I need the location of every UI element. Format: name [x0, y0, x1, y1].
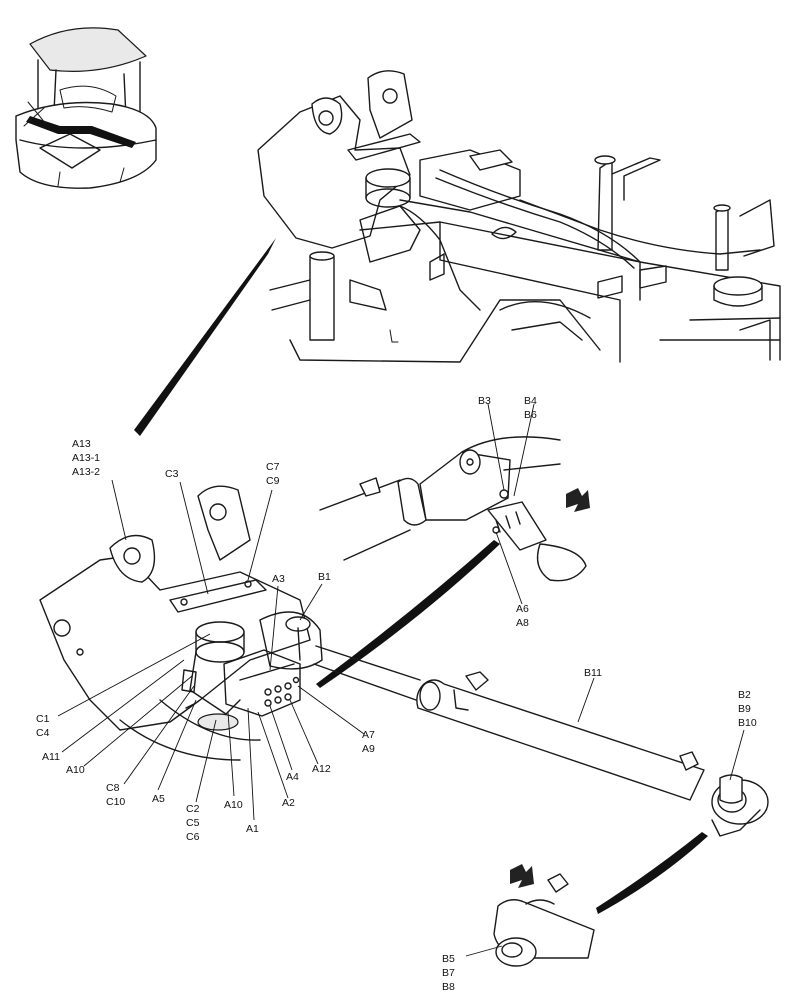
callout-a12: A12 [312, 763, 331, 775]
callout-c10: C10 [106, 796, 125, 808]
callout-b6: B6 [524, 409, 537, 421]
callout-b3: B3 [478, 395, 491, 407]
cylinder-rod-end-inset [493, 864, 595, 967]
callout-a4: A4 [286, 771, 299, 783]
callout-b9: B9 [738, 703, 751, 715]
callout-b5: B5 [442, 953, 455, 965]
upper-frame-detail [257, 70, 781, 363]
callout-a2: A2 [282, 797, 295, 809]
callout-c8: C8 [106, 782, 120, 794]
swing-cylinder [313, 645, 769, 837]
callout-a10-center: A10 [224, 799, 243, 811]
callout-a7: A7 [362, 729, 375, 741]
leader-lines [57, 403, 745, 957]
callout-b8: B8 [442, 981, 455, 993]
callout-c3: C3 [165, 468, 179, 480]
callout-a13-2: A13-2 [72, 466, 100, 478]
callout-b2: B2 [738, 689, 751, 701]
callout-b11: B11 [584, 667, 602, 679]
callout-b4: B4 [524, 395, 537, 407]
callout-a10-left: A10 [66, 764, 85, 776]
callout-c5: C5 [186, 817, 200, 829]
callout-c7: C7 [266, 461, 280, 473]
callout-a13-1: A13-1 [72, 452, 100, 464]
callout-c9: C9 [266, 475, 280, 487]
leader-wedge-upper [134, 238, 276, 436]
callout-a3: A3 [272, 573, 285, 585]
valve-block-ports [264, 676, 300, 707]
callout-labels: A13 A13-1 A13-2 C3 C7 C9 A3 B1 C1 C4 A11… [36, 395, 757, 993]
callout-c4: C4 [36, 727, 50, 739]
callout-c1: C1 [36, 713, 50, 725]
callout-c6: C6 [186, 831, 200, 843]
callout-a1: A1 [246, 823, 259, 835]
callout-b7: B7 [442, 967, 455, 979]
callout-a8: A8 [516, 617, 529, 629]
callout-a13: A13 [72, 438, 91, 450]
leader-wedge-cylinder-end [316, 540, 500, 688]
machine-locator-thumbnail [15, 27, 157, 189]
swing-bracket-assembly [39, 485, 323, 761]
callout-a11: A11 [42, 751, 60, 763]
callout-b1: B1 [318, 571, 331, 583]
cylinder-head-end-inset [319, 436, 590, 582]
callout-a9: A9 [362, 743, 375, 755]
callout-a6: A6 [516, 603, 529, 615]
callout-b10: B10 [738, 717, 757, 729]
callout-a5: A5 [152, 793, 165, 805]
callout-c2: C2 [186, 803, 200, 815]
leader-wedge-rod-end [596, 832, 708, 914]
